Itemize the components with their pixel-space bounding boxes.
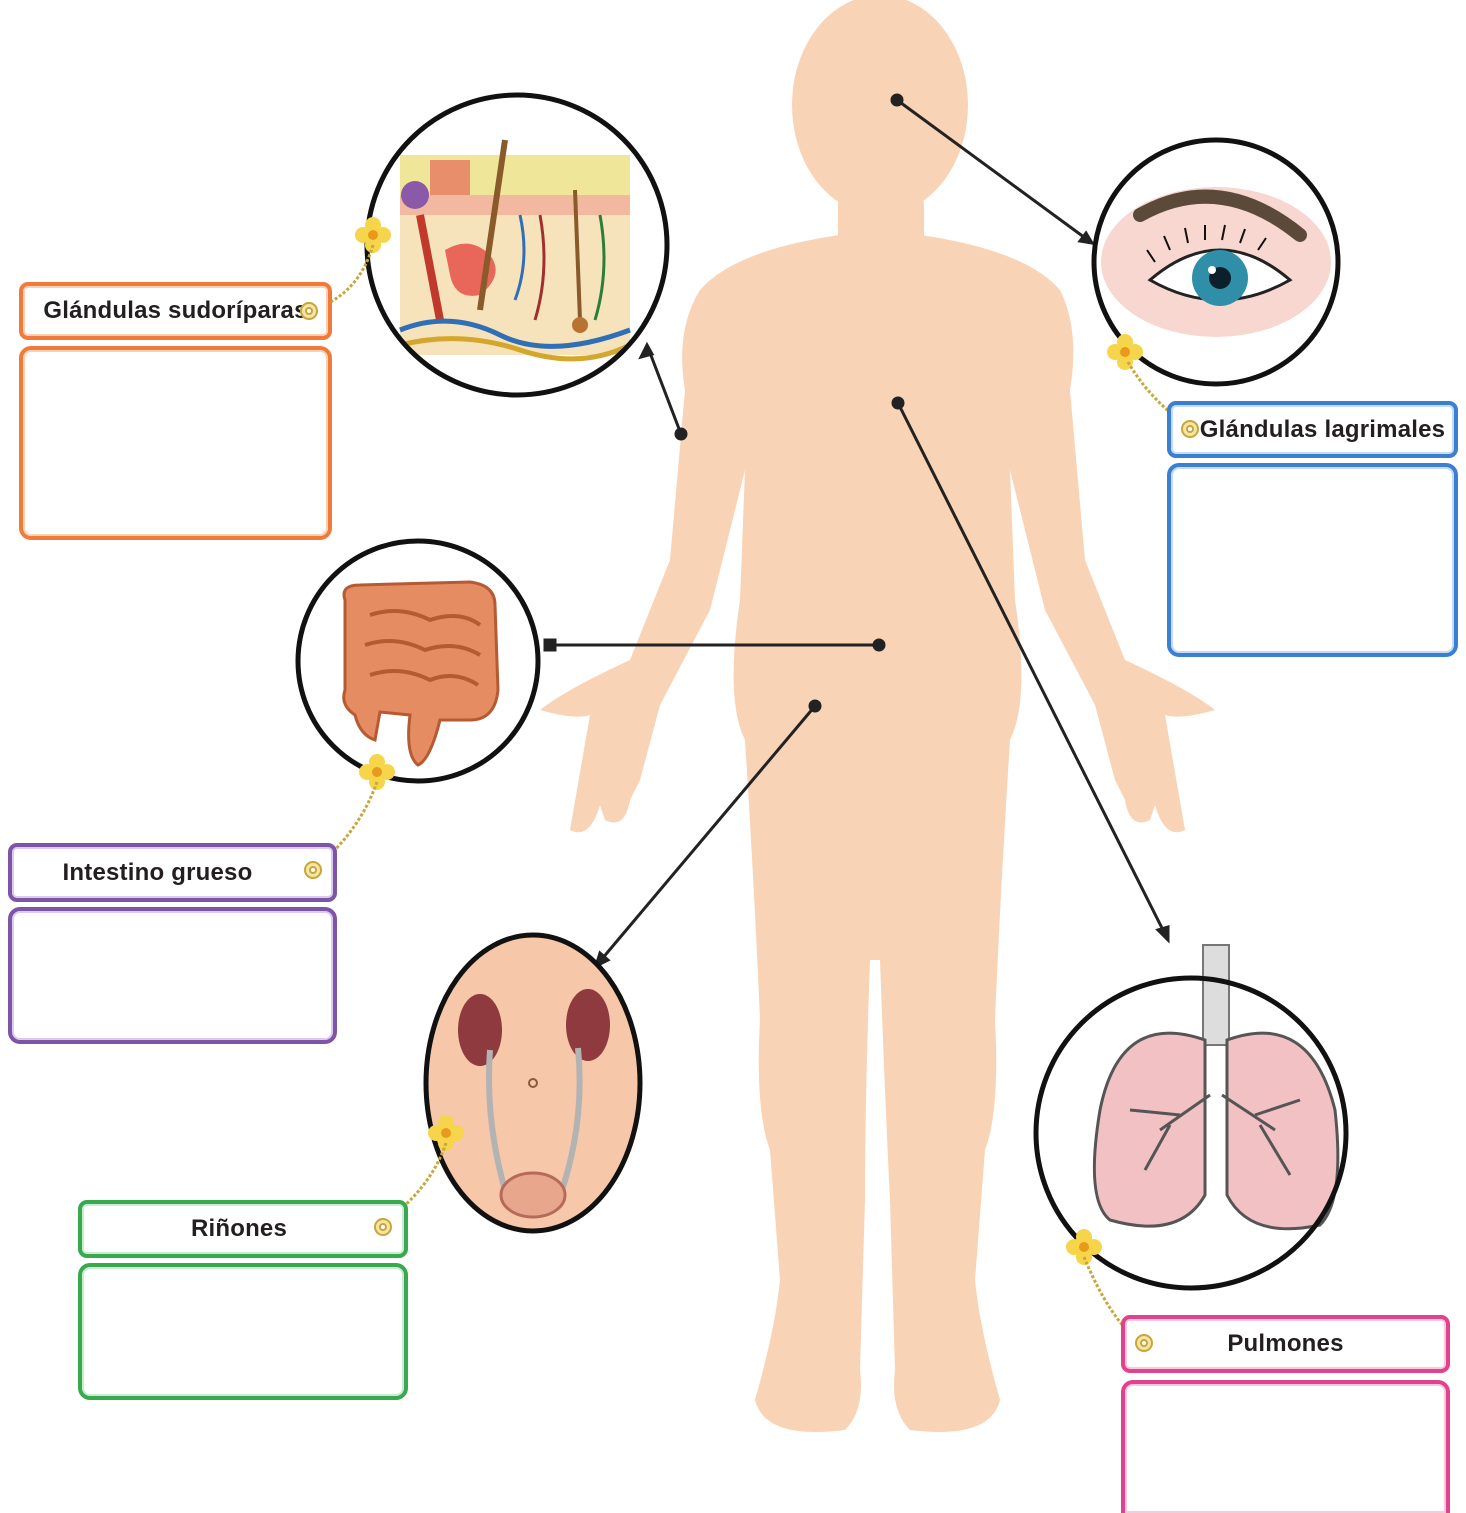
ring-icon xyxy=(1135,1334,1153,1352)
kidneys-illustration xyxy=(426,935,640,1231)
label-tear-glands-text: Glándulas lagrimales xyxy=(1180,416,1445,444)
label-large-intestine-text: Intestino grueso xyxy=(63,859,253,887)
answer-box-kidneys[interactable] xyxy=(78,1263,408,1400)
label-sweat-glands: Glándulas sudoríparas xyxy=(19,282,332,340)
ring-icon xyxy=(1181,420,1199,438)
label-tear-glands: Glándulas lagrimales xyxy=(1167,401,1458,458)
answer-box-lungs[interactable] xyxy=(1121,1380,1450,1513)
answer-box-sweat-glands[interactable] xyxy=(19,346,332,540)
large-intestine-illustration xyxy=(298,541,538,781)
label-lungs-text: Pulmones xyxy=(1227,1330,1343,1358)
label-kidneys: Riñones xyxy=(78,1200,408,1258)
answer-box-large-intestine[interactable] xyxy=(8,907,337,1044)
ring-icon xyxy=(300,302,318,320)
answer-box-tear-glands[interactable] xyxy=(1167,463,1458,657)
label-sweat-glands-text: Glándulas sudoríparas xyxy=(43,297,307,325)
label-kidneys-text: Riñones xyxy=(191,1215,287,1243)
label-large-intestine: Intestino grueso xyxy=(8,843,337,902)
ring-icon xyxy=(304,861,322,879)
ring-icon xyxy=(374,1218,392,1236)
label-lungs: Pulmones xyxy=(1121,1315,1450,1373)
skin-illustration xyxy=(367,95,667,395)
